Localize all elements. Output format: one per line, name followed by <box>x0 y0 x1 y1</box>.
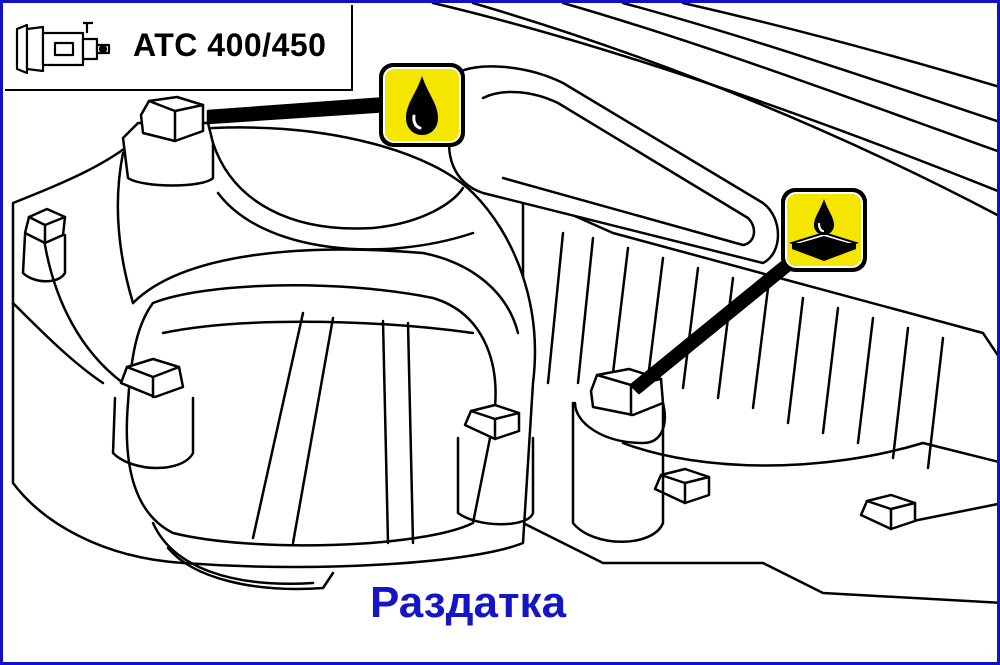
leader-line <box>206 96 390 125</box>
bolt <box>859 493 917 531</box>
cross-member <box>448 65 780 265</box>
bolt <box>456 403 535 526</box>
frame-rails <box>431 3 997 217</box>
oil-drain-pan-icon <box>788 199 860 261</box>
model-title: ATC 400/450 <box>133 27 327 63</box>
bolt <box>653 467 711 505</box>
bolt <box>111 357 195 470</box>
transfer-case-drawing <box>11 3 997 604</box>
output-flange <box>125 284 497 591</box>
oil-drop-icon <box>406 76 438 135</box>
transmission-icon <box>15 21 111 75</box>
drain-plug-callout <box>781 188 867 272</box>
diagram-caption: Раздатка <box>369 578 567 627</box>
fill-plug-callout <box>379 63 465 147</box>
fill-plug <box>121 95 215 187</box>
model-header: ATC 400/450 <box>5 5 353 91</box>
bolt <box>21 207 67 283</box>
